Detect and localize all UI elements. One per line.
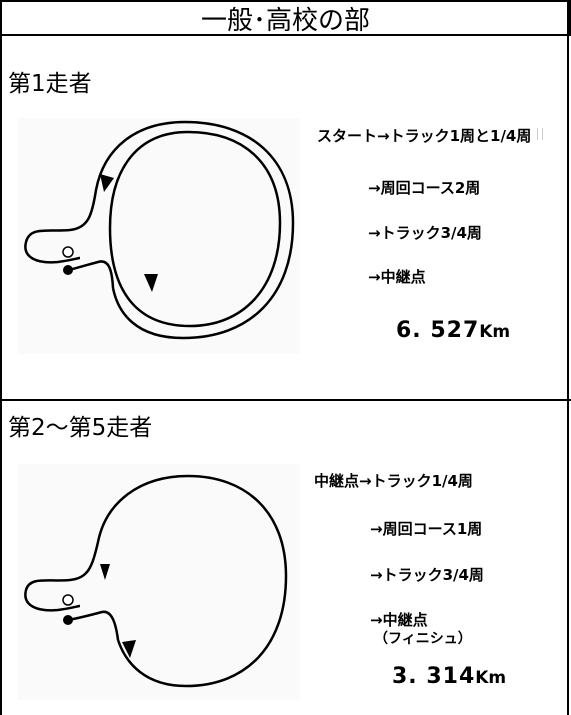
route-step: →トラック3/4周: [368, 224, 482, 242]
section-heading-runner-1: 第1走者: [8, 71, 92, 97]
section-divider: [0, 399, 571, 401]
distance-value: 6. 527: [396, 318, 480, 343]
route-step: 中継点→トラック1/4周: [314, 472, 473, 490]
distance-value: 3. 314: [392, 664, 476, 689]
section-heading-runners-2-5: 第2～第5走者: [8, 415, 153, 441]
distance-unit: Km: [479, 322, 511, 342]
scan-artifact: [537, 128, 543, 140]
distance-runners-2-5: 3. 314Km: [392, 664, 506, 689]
route-step: →トラック3/4周: [370, 566, 484, 584]
route-step: →中継点: [370, 611, 428, 629]
route-step: スタート→トラック1周と1/4周: [317, 127, 532, 145]
route-step: →周回コース1周: [370, 520, 483, 538]
course-map-runner-1: [18, 118, 300, 354]
distance-runner-1: 6. 527Km: [396, 318, 510, 343]
route-step: →周回コース2周: [368, 179, 481, 197]
route-step-note: （フィニシュ）: [374, 631, 472, 647]
page-title: 一般･高校の部: [0, 0, 571, 36]
distance-unit: Km: [475, 668, 507, 688]
route-step: →中継点: [368, 268, 426, 286]
course-map-runners-2-5: [18, 464, 300, 700]
